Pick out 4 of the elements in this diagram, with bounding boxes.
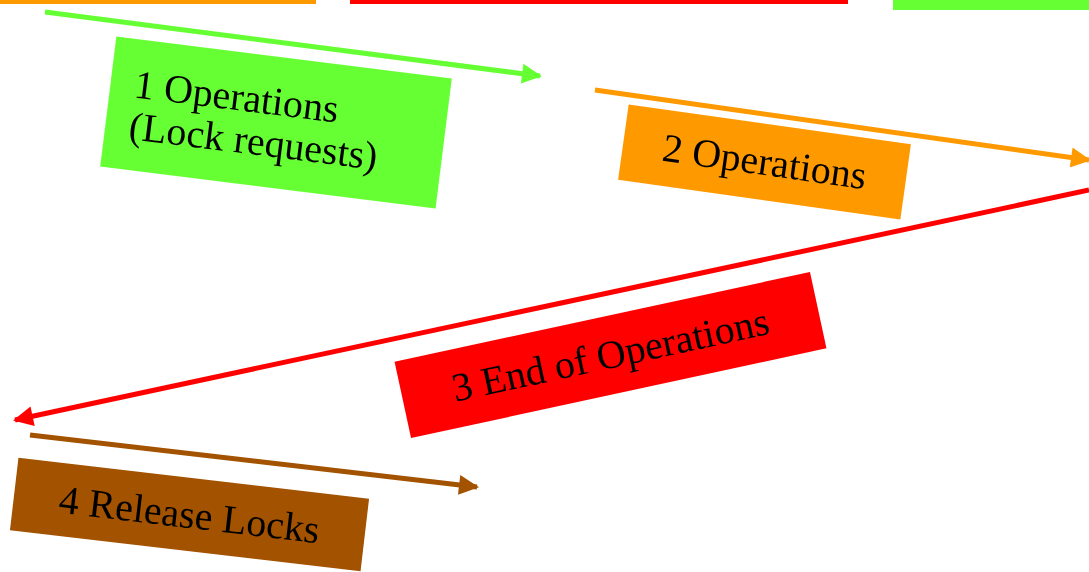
step-label: 1 Operations (Lock requests) <box>126 62 382 180</box>
step-label: 4 Release Locks <box>56 477 322 551</box>
step-label: 2 Operations <box>659 126 869 198</box>
step-label: 3 End of Operations <box>447 300 773 410</box>
